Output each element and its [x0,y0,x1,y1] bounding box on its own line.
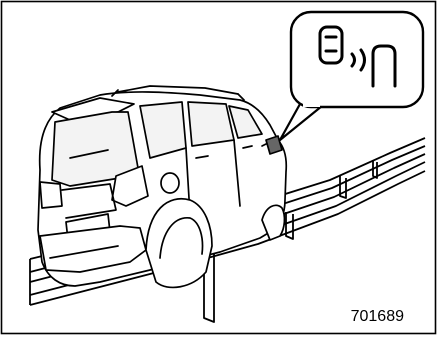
figure-code-label: 701689 [351,309,404,325]
callout-box [291,12,423,107]
